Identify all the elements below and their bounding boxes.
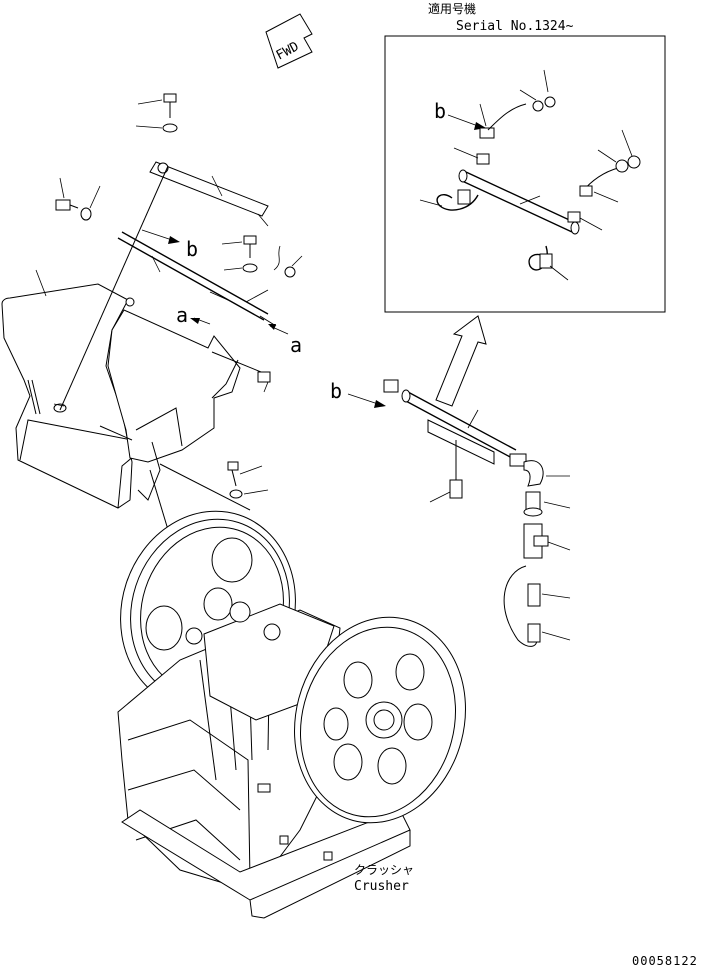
upper-fasteners <box>55 93 303 278</box>
inset-serial: Serial No.1324~ <box>456 19 574 34</box>
crusher-body <box>117 510 466 919</box>
long-rod: b a a <box>117 229 302 357</box>
detail-pointer-arrow-icon <box>435 315 487 407</box>
ref-a-upper: a <box>176 303 188 327</box>
forward-arrow-icon: FWD <box>265 13 313 69</box>
inset-pipe-assembly: b <box>419 69 641 281</box>
inset-title-jp: 適用号機 <box>428 1 476 16</box>
upper-bracket <box>149 161 269 227</box>
lower-pipe-assembly: b <box>330 379 571 647</box>
inset-frame <box>384 35 666 313</box>
crusher-cover <box>1 269 241 509</box>
lower-fasteners <box>227 371 271 499</box>
ref-b-upper: b <box>186 237 198 261</box>
drawing-number: 00058122 <box>632 954 698 968</box>
crusher-label-jp: クラッシャ <box>354 863 414 877</box>
crusher-label-en: Crusher <box>354 879 409 894</box>
ref-a-right: a <box>290 333 302 357</box>
inset-ref-b: b <box>434 99 446 123</box>
ref-b-lower: b <box>330 379 342 403</box>
